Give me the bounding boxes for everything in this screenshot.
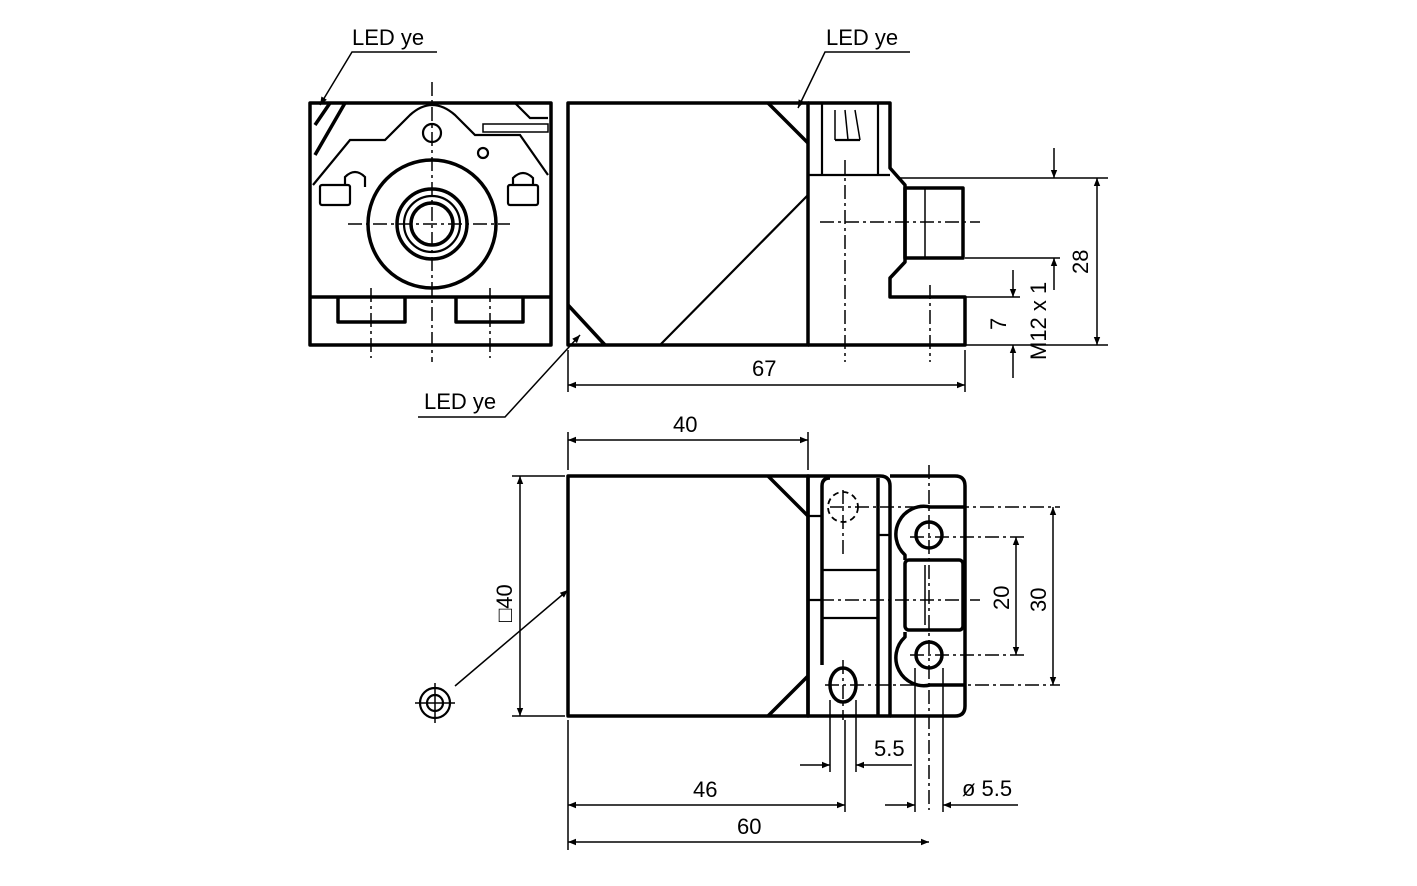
bottom-view: 40 □40 30 20 5.5 ø 5.5 46 60 bbox=[415, 412, 1060, 850]
dim-28: 28 bbox=[1068, 250, 1093, 274]
lock-icon bbox=[506, 171, 540, 207]
front-view: LED ye bbox=[308, 25, 553, 362]
dim-46: 46 bbox=[693, 777, 717, 802]
dim-40-width: 40 bbox=[673, 412, 697, 437]
led-label-side-top: LED ye bbox=[826, 25, 898, 50]
dim-hole-diameter: ø 5.5 bbox=[962, 776, 1012, 801]
led-label-front: LED ye bbox=[352, 25, 424, 50]
dim-7: 7 bbox=[986, 318, 1011, 330]
dim-67: 67 bbox=[752, 356, 776, 381]
dim-20: 20 bbox=[989, 586, 1014, 610]
dim-60: 60 bbox=[737, 814, 761, 839]
thread-spec: M12 x 1 bbox=[1026, 282, 1051, 360]
dim-slot-5-5: 5.5 bbox=[874, 736, 905, 761]
unlock-icon bbox=[318, 170, 367, 207]
sensing-face-symbol-icon bbox=[415, 589, 569, 723]
dim-30: 30 bbox=[1026, 588, 1051, 612]
led-label-side-bottom: LED ye bbox=[424, 389, 496, 414]
side-view: 67 28 7 M12 x 1 LED ye LED ye bbox=[418, 25, 1108, 418]
dim-square-40: □40 bbox=[492, 584, 517, 622]
